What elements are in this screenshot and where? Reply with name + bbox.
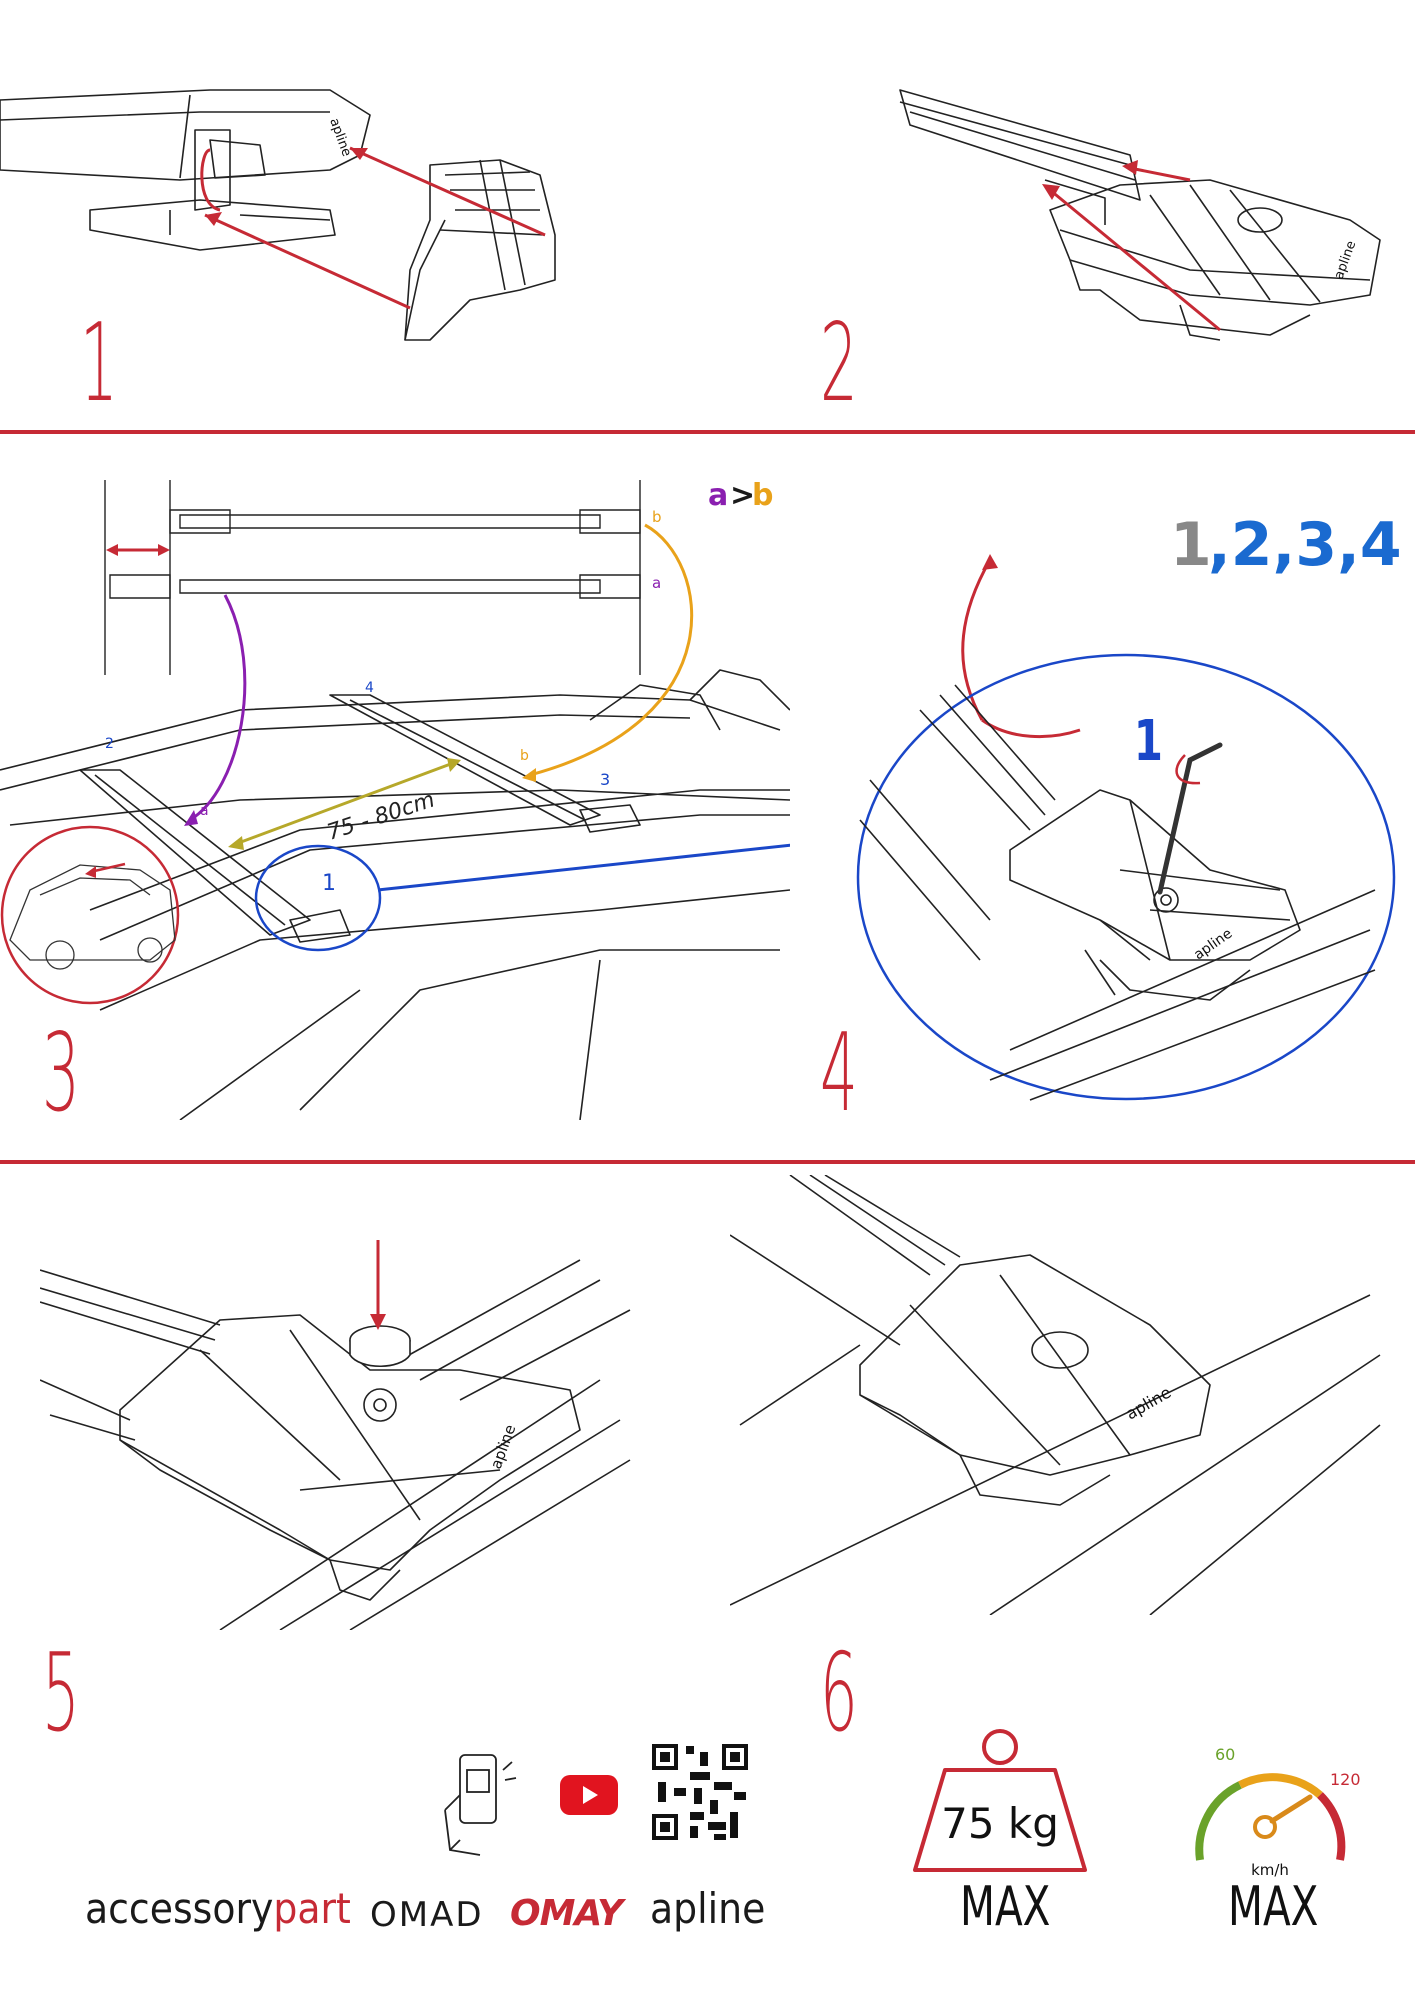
sequence-rest: ,2,3,4	[1208, 510, 1402, 580]
step-6-panel: apline	[730, 1175, 1400, 1615]
max-speed-label: MAX	[1228, 1875, 1319, 1938]
step-2-number: 2	[820, 301, 858, 426]
max-weight-label: MAX	[960, 1875, 1051, 1938]
weight-icon: 75 kg	[905, 1725, 1095, 1875]
car-label-a: a	[200, 803, 209, 819]
svg-text:apline: apline	[1191, 926, 1235, 964]
step-3-panel: a > b b a 75 -	[0, 470, 790, 1120]
step-3-illustration: a > b b a 75 -	[0, 478, 790, 1120]
step-1-illustration: apline	[0, 89, 556, 341]
speed-unit: km/h	[1251, 1861, 1289, 1879]
step-2-illustration: apline	[899, 89, 1381, 341]
svg-text:apline: apline	[1332, 239, 1360, 281]
step-6-number: 6	[820, 1631, 858, 1756]
brand-accessory-text: accessory	[85, 1884, 274, 1933]
bar-num-3: 3	[600, 770, 610, 789]
callout-number: 1	[1134, 708, 1163, 774]
top-label-b: b	[652, 508, 662, 526]
cap-icon	[349, 1325, 411, 1367]
brand-apline: apline	[650, 1884, 766, 1933]
qr-code-icon[interactable]	[650, 1742, 750, 1842]
svg-text:apline: apline	[326, 116, 354, 158]
hex-key-icon	[1157, 742, 1223, 895]
car-label-b: b	[520, 748, 529, 764]
speedometer-icon: 60 120 km/h	[1180, 1735, 1361, 1880]
speed-high: 120	[1330, 1770, 1360, 1789]
a-gt-b-a: a	[708, 478, 728, 513]
svg-text:apline: apline	[487, 1422, 520, 1471]
step-5-number: 5	[42, 1631, 80, 1756]
brand-omad: OMAD	[370, 1895, 484, 1935]
top-label-a: a	[652, 574, 661, 592]
youtube-icon[interactable]	[560, 1775, 618, 1815]
a-gt-b-gt: >	[730, 478, 755, 513]
speed-low: 60	[1215, 1745, 1235, 1764]
step-5-panel: apline	[40, 1230, 640, 1630]
divider-top	[0, 430, 1415, 434]
weight-value: 75 kg	[941, 1799, 1059, 1848]
bar-num-1: 1	[322, 871, 336, 896]
divider-middle	[0, 1160, 1415, 1164]
sequence-first: 1	[1170, 510, 1212, 580]
a-gt-b-b: b	[752, 478, 773, 513]
step-3-number: 3	[42, 1011, 80, 1136]
brand-accessorypart: accessorypart	[85, 1888, 351, 1930]
bar-num-4: 4	[365, 680, 374, 696]
brand-part-text: part	[273, 1884, 351, 1933]
step-4-number: 4	[820, 1011, 858, 1136]
step-4-panel: 1 ,2,3,4 1 apline	[830, 490, 1415, 1130]
step-5-illustration: apline	[40, 1240, 631, 1630]
step-2-panel: apline	[890, 80, 1415, 370]
bar-num-2: 2	[105, 736, 114, 752]
svg-text:apline: apline	[1123, 1383, 1175, 1424]
step-4-illustration: 1 ,2,3,4 1 apline	[856, 510, 1402, 1101]
step-6-illustration: apline	[730, 1175, 1381, 1615]
step-1-panel: apline	[0, 60, 600, 350]
phone-qr-icon	[440, 1750, 520, 1860]
brand-omay: OMAY	[510, 1893, 623, 1934]
step-1-number: 1	[80, 301, 118, 426]
